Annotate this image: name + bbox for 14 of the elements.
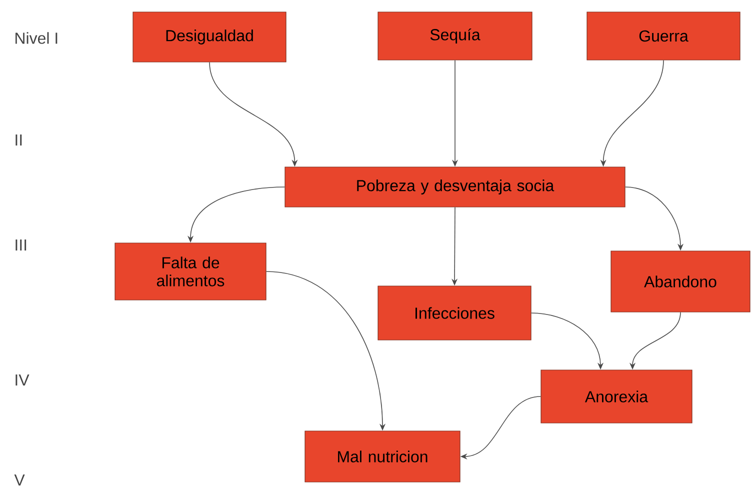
cause-box: Pobreza y desventaja socia [284,166,626,208]
cause-box: Abandono [610,250,750,312]
level-label: III [16,240,26,250]
cause-box: Falta de alimentos [114,242,266,300]
cause-box: Guerra [586,12,740,60]
cause-box: Anorexia [540,370,692,424]
cause-box: Mal nutricion [304,430,460,482]
level-label: II [16,134,22,146]
level-label: Nivel I [16,32,58,44]
cause-box: Desigualdad [132,12,286,62]
level-label: V [14,474,25,486]
cause-box: Infecciones [378,286,532,340]
cause-box: Sequía [378,12,532,60]
level-label: IV [16,374,30,386]
